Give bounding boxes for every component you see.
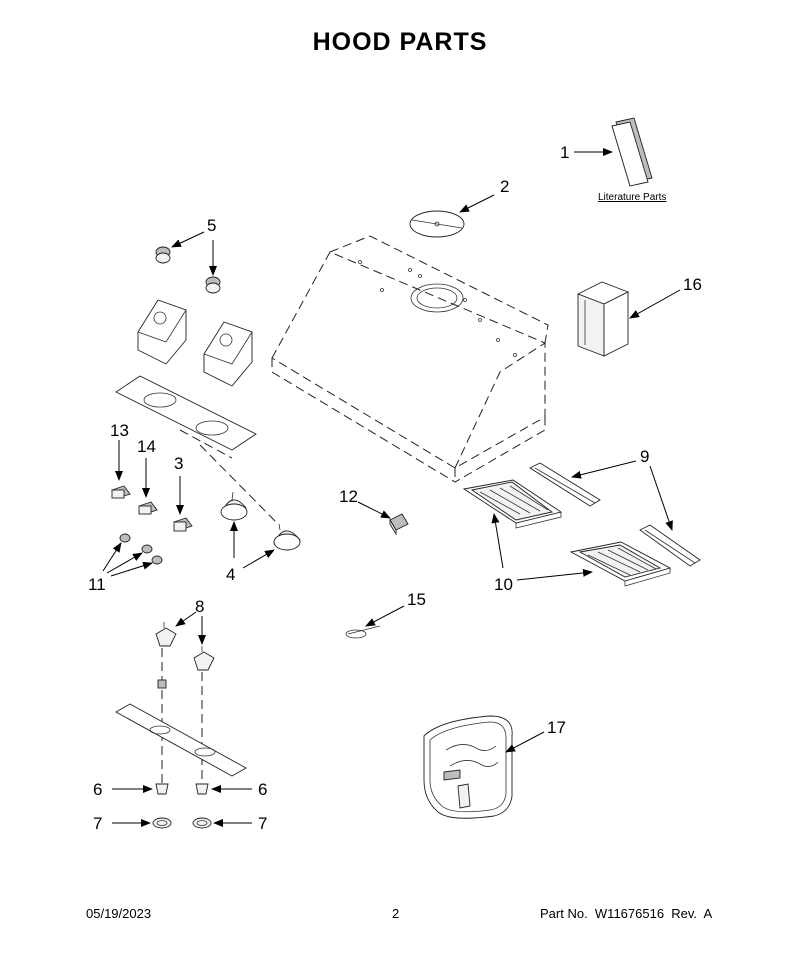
callout-15: 15 [407, 590, 426, 609]
filter-rail-9a [529, 462, 601, 507]
socket-part-8a [155, 622, 177, 647]
callout-2: 2 [500, 177, 509, 196]
filter-part-10b [569, 541, 672, 587]
lamp-cover-6a [155, 783, 169, 795]
box-part [576, 281, 630, 357]
knob-part-b [205, 276, 221, 294]
module-part-3 [173, 517, 193, 532]
connector-part-12 [389, 513, 409, 536]
blower-housing-right [203, 321, 253, 387]
callout-7-right: 7 [258, 814, 267, 833]
callout-10: 10 [494, 575, 513, 594]
socket-part-8b [193, 646, 215, 671]
callout-7-left: 7 [93, 814, 102, 833]
literature-parts-label: Literature Parts [598, 192, 666, 203]
callout-9: 9 [640, 447, 649, 466]
lamp-cover-6b [195, 783, 209, 795]
callout-16: 16 [683, 275, 702, 294]
filter-part-10a [462, 479, 563, 529]
hood-body [271, 235, 549, 483]
lamp-part-a [220, 491, 248, 521]
page-title: HOOD PARTS [312, 28, 488, 56]
callout-17: 17 [547, 718, 566, 737]
lamp-bracket [115, 703, 247, 777]
mounting-plate [115, 375, 277, 523]
bag-part-17 [423, 715, 513, 819]
callout-5: 5 [207, 216, 216, 235]
wire-tie-part-15 [345, 625, 381, 639]
callout-11: 11 [88, 575, 106, 594]
callout-3: 3 [174, 454, 183, 473]
footer-part-number: Part No. W11676516 Rev. A [540, 906, 713, 921]
filter-rail-9b [639, 524, 701, 567]
switch-part-14 [138, 501, 158, 515]
literature-part [611, 117, 653, 187]
footer-date: 05/19/2023 [86, 906, 152, 921]
lens-ring-7a [152, 817, 172, 829]
blower-housing-left [137, 299, 187, 365]
knob-part-11 [119, 533, 163, 565]
footer-page-number: 2 [392, 906, 400, 921]
callout-13: 13 [110, 421, 129, 440]
callout-6-left: 6 [93, 780, 102, 799]
callout-12: 12 [339, 487, 358, 506]
callout-14: 14 [137, 437, 156, 456]
damper-part [409, 210, 465, 238]
knob-part-a [155, 246, 171, 264]
switch-part-13 [111, 485, 131, 499]
lamp-part-b [273, 523, 301, 551]
callout-1: 1 [560, 143, 569, 162]
callout-4: 4 [226, 565, 235, 584]
lens-ring-7b [192, 817, 212, 829]
nut-part [157, 679, 167, 689]
callout-6-right: 6 [258, 780, 267, 799]
callout-8: 8 [195, 597, 204, 616]
